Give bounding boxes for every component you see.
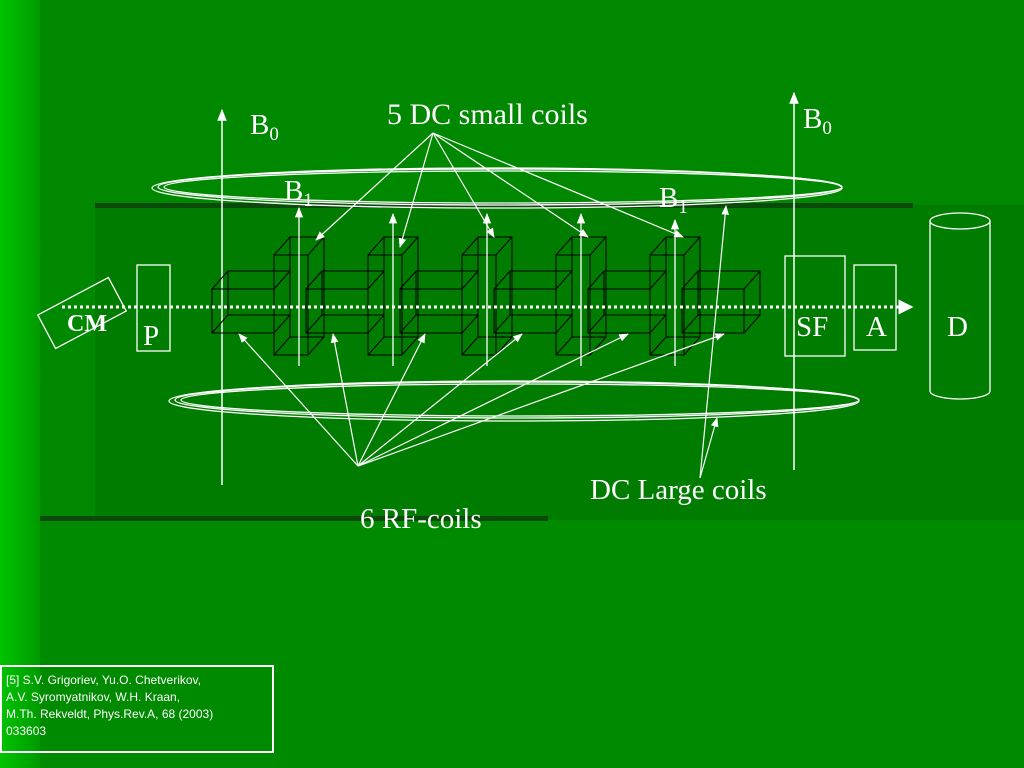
cm-box [36,276,128,350]
dc-small-coil-1 [273,236,325,356]
dc-large-pointer-arrows [699,205,730,479]
rf-pointer-arrows [238,333,725,467]
b1-left-label: B1 [284,175,313,211]
background-panel-lower-edge [40,516,548,521]
rf-coil-3 [399,270,479,334]
cm-label: CM [67,311,107,337]
background-panel-upper [95,205,1024,520]
background-panel-lower [40,520,1024,768]
rf-coils [211,270,761,334]
dc-small-coil-2 [367,236,419,356]
p-label: P [143,320,159,352]
b0-right-label: B0 [803,103,832,139]
rf-coils-label: 6 RF-coils [360,503,482,535]
reference-line: M.Th. Rekveldt, Phys.Rev.A, 68 (2003) [6,707,214,721]
detector-cylinder [929,212,991,400]
a-label: A [866,311,887,343]
rf-coil-2 [305,270,385,334]
sf-box [784,255,846,357]
reference-line: [5] S.V. Grigoriev, Yu.O. Chetverikov, [6,673,201,687]
reference-line: 033603 [6,724,47,738]
reference-citation: [5] S.V. Grigoriev, Yu.O. Chetverikov, A… [0,665,274,753]
rf-coil-4 [493,270,573,334]
dc-small-coils-label: 5 DC small coils [387,98,588,131]
dc-small-coil-3 [461,236,513,356]
dc-large-coil-bottom [168,380,860,422]
reference-line: A.V. Syromyatnikov, W.H. Kraan, [6,690,181,704]
p-box [136,264,171,352]
dc-small-pointer-arrows [315,132,684,248]
b1-field-arrows [294,206,680,366]
b1-right-label: B1 [659,182,688,218]
sf-label: SF [796,311,828,343]
a-box [853,264,897,351]
d-label: D [947,311,968,343]
rf-coil-5 [587,270,667,334]
rf-coil-6 [681,270,761,334]
dc-large-coil-top [151,167,843,209]
dc-small-coil-4 [555,236,607,356]
rf-coil-1 [211,270,291,334]
b0-left-label: B0 [250,109,279,145]
background-panel-left-strip [0,0,40,768]
dc-small-coils [273,236,701,356]
dc-large-coils-label: DC Large coils [590,474,767,506]
dc-small-coil-5 [649,236,701,356]
